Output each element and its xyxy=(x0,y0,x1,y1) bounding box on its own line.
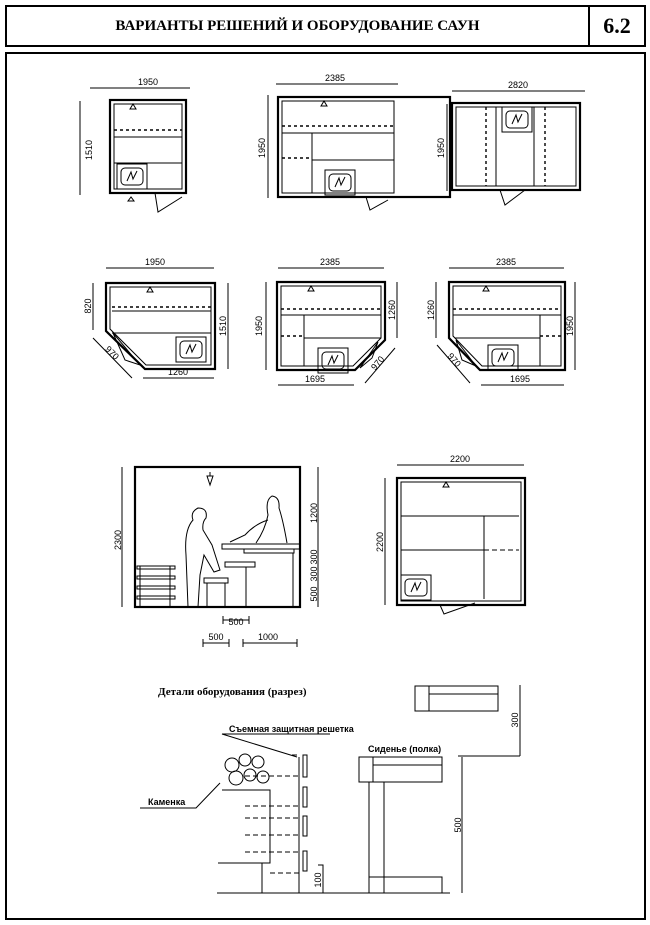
page-title: ВАРИАНТЫ РЕШЕНИЙ И ОБОРУДОВАНИЕ САУН xyxy=(7,7,590,45)
plan-4-bottom: 1260 xyxy=(168,367,188,377)
plan-5-diagonal: 970 xyxy=(369,354,386,372)
plan-5-width: 2385 xyxy=(320,257,340,267)
section-view: 2300 1200 300 300 500 500 500 1000 xyxy=(113,465,319,647)
section-bottom-right: 1000 xyxy=(258,632,278,642)
section-bench1: 300 xyxy=(309,549,319,564)
section-lower: 500 xyxy=(309,586,319,601)
section-bench2: 300 xyxy=(309,566,319,581)
plan-6: 2385 1260 1950 970 1695 xyxy=(426,257,576,386)
plan-4-diagonal: 970 xyxy=(103,344,121,362)
plan-2-depth: 1950 xyxy=(257,138,267,158)
plan-6-bottom: 1695 xyxy=(510,374,530,384)
plan-4-side: 820 xyxy=(83,298,93,313)
section-bottom-left: 500 xyxy=(208,632,223,642)
dim-300: 300 xyxy=(510,712,520,727)
section-height: 2300 xyxy=(113,530,123,550)
plan-7-width: 2200 xyxy=(450,454,470,464)
seat-label: Сиденье (полка) xyxy=(368,744,441,754)
dim-500: 500 xyxy=(453,817,463,832)
plan-3-width: 2820 xyxy=(508,80,528,90)
section-number: 6.2 xyxy=(603,13,631,38)
header: ВАРИАНТЫ РЕШЕНИЙ И ОБОРУДОВАНИЕ САУН 6.2 xyxy=(5,5,646,47)
equipment-details: Детали оборудования (разрез) Съемная защ… xyxy=(140,685,521,894)
plan-6-width: 2385 xyxy=(496,257,516,267)
plan-6-side: 1260 xyxy=(426,300,436,320)
plan-2: 2385 1950 xyxy=(257,73,452,211)
plan-2-width: 2385 xyxy=(325,73,345,83)
plan-5-bottom: 1695 xyxy=(305,374,325,384)
plan-5-side: 1260 xyxy=(387,300,397,320)
plan-4-width: 1950 xyxy=(145,257,165,267)
plan-6-depth: 1950 xyxy=(565,316,575,336)
plan-4: 1950 820 1510 970 1260 xyxy=(83,257,229,379)
section-step: 500 xyxy=(228,617,243,627)
dim-100: 100 xyxy=(313,872,323,887)
plan-3: 2820 1950 xyxy=(436,80,585,206)
details-title: Детали оборудования (разрез) xyxy=(158,686,307,698)
plan-1: 1950 1510 xyxy=(79,77,190,213)
plan-7-depth: 2200 xyxy=(375,532,385,552)
plan-1-width: 1950 xyxy=(138,77,158,87)
plan-4-depth: 1510 xyxy=(218,316,228,336)
grille-label: Съемная защитная решетка xyxy=(229,724,355,734)
plan-5-depth: 1950 xyxy=(254,316,264,336)
plan-1-depth: 1510 xyxy=(84,140,94,160)
plan-3-depth: 1950 xyxy=(436,138,446,158)
plan-5: 2385 1950 1260 970 1695 xyxy=(254,257,398,386)
plan-7: 2200 2200 xyxy=(375,454,527,615)
heater-label: Каменка xyxy=(148,797,186,807)
drawing-frame xyxy=(5,52,646,920)
section-upper: 1200 xyxy=(309,503,319,523)
